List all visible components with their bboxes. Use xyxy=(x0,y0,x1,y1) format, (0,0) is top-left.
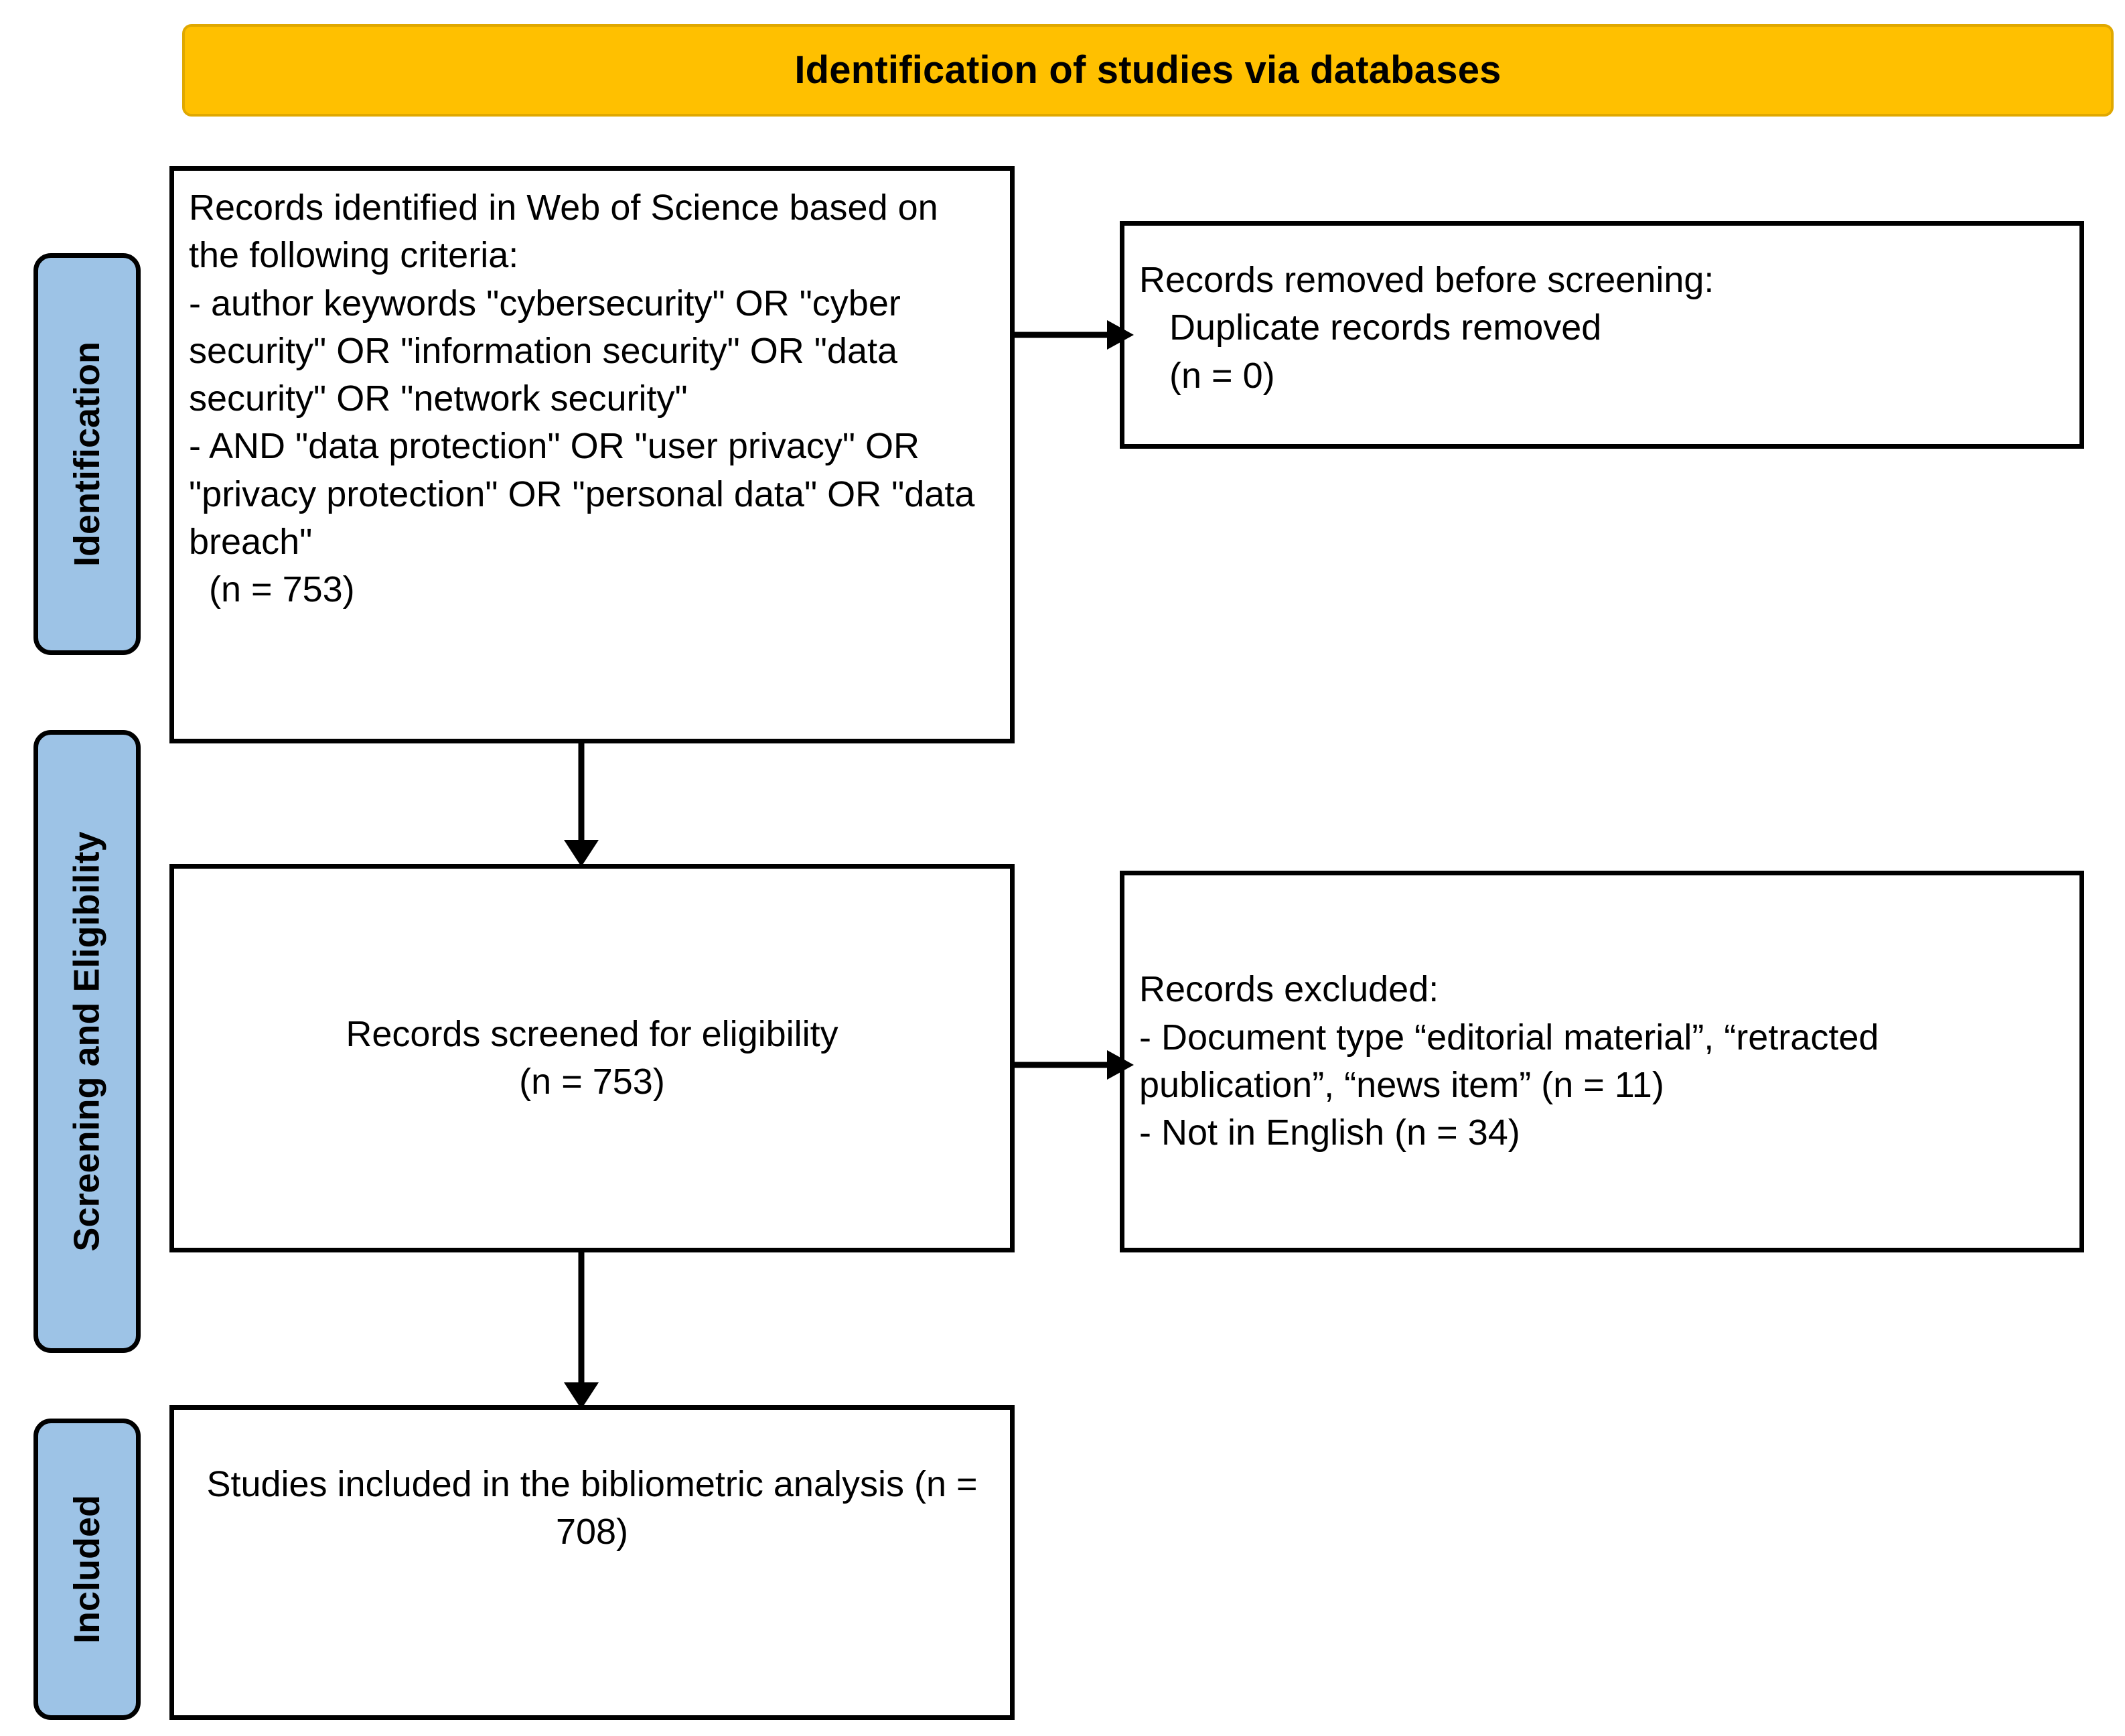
phase-banner-label: Identification of studies via databases xyxy=(794,48,1501,92)
stage-tab-identification-label: Identification xyxy=(67,342,107,567)
records-removed-box: Records removed before screening: Duplic… xyxy=(1120,221,2084,449)
arrow-identified-to-screened xyxy=(555,742,608,869)
studies-included-text: Studies included in the bibliometric ana… xyxy=(206,1464,988,1552)
phase-banner-identification-via-databases: Identification of studies via databases xyxy=(182,24,2114,117)
stage-tab-screening-and-eligibility: Screening and Eligibility xyxy=(33,730,141,1353)
stage-tab-included-label: Included xyxy=(67,1494,108,1644)
arrow-screened-to-excluded xyxy=(1015,1045,1135,1085)
stage-tab-included: Included xyxy=(33,1419,141,1720)
records-removed-text: Records removed before screening: Duplic… xyxy=(1139,260,1714,396)
records-screened-box: Records screened for eligibility (n = 75… xyxy=(169,864,1015,1252)
records-excluded-box: Records excluded: - Document type “edito… xyxy=(1120,871,2084,1252)
records-excluded-text: Records excluded: - Document type “edito… xyxy=(1139,969,1879,1153)
records-identified-box: Records identified in Web of Science bas… xyxy=(169,166,1015,743)
stage-tab-screening-and-eligibility-label: Screening and Eligibility xyxy=(67,831,107,1252)
arrow-identified-to-removed xyxy=(1015,315,1135,355)
stage-tab-identification: Identification xyxy=(33,253,141,655)
records-identified-text: Records identified in Web of Science bas… xyxy=(189,188,975,610)
studies-included-box: Studies included in the bibliometric ana… xyxy=(169,1405,1015,1720)
records-screened-text: Records screened for eligibility (n = 75… xyxy=(346,1013,838,1102)
arrow-screened-to-included xyxy=(555,1251,608,1412)
